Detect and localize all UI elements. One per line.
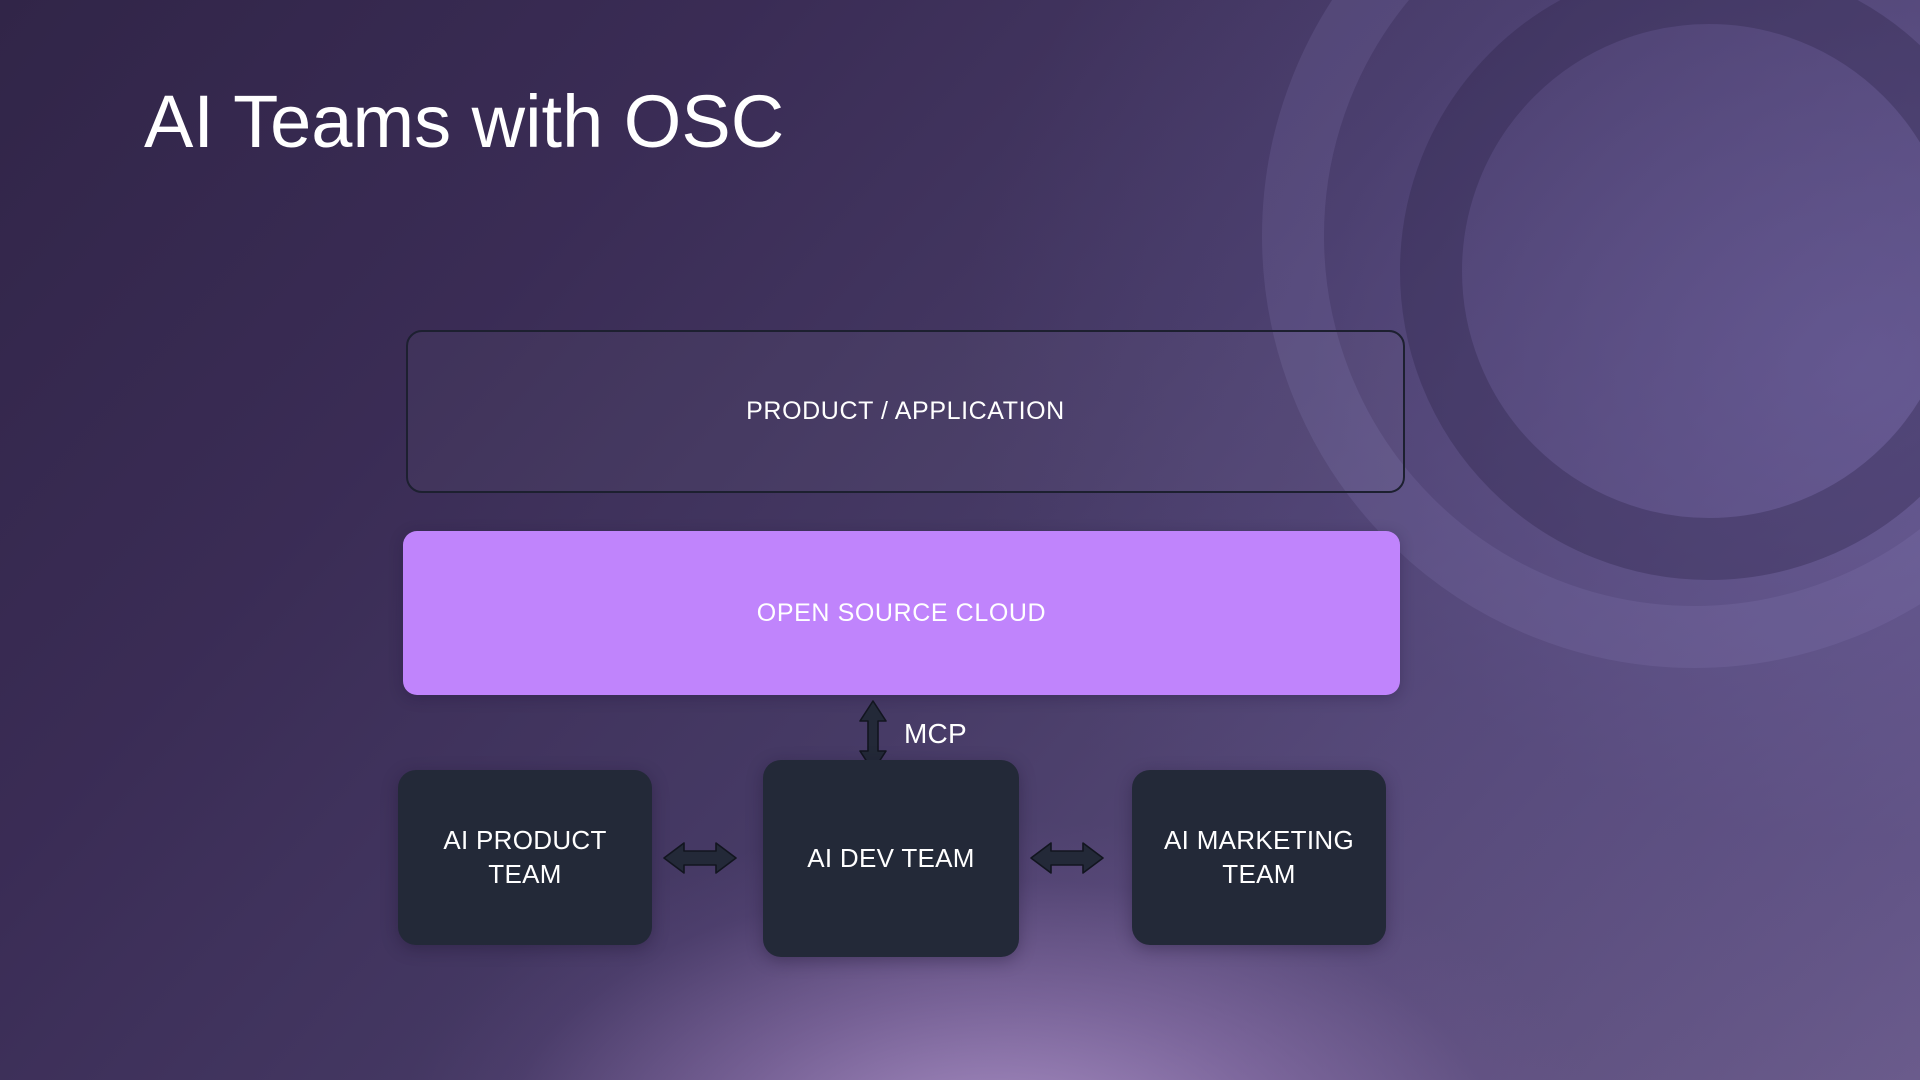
product-application-label: PRODUCT / APPLICATION [746, 397, 1065, 425]
ai-dev-team-box: AI DEV TEAM [763, 760, 1019, 957]
product-application-box: PRODUCT / APPLICATION [406, 330, 1405, 493]
open-source-cloud-box: OPEN SOURCE CLOUD [403, 531, 1400, 695]
inner-ring-decoration [1400, 0, 1920, 580]
double-headed-horizontal-arrow-icon [1030, 842, 1104, 874]
open-source-cloud-label: OPEN SOURCE CLOUD [756, 598, 1047, 627]
mcp-connector: MCP [858, 700, 1078, 772]
double-headed-horizontal-arrow-icon [663, 842, 737, 874]
ai-dev-team-label: AI DEV TEAM [807, 842, 975, 873]
page-title: AI Teams with OSC [144, 80, 785, 163]
mcp-label: MCP [904, 718, 967, 749]
